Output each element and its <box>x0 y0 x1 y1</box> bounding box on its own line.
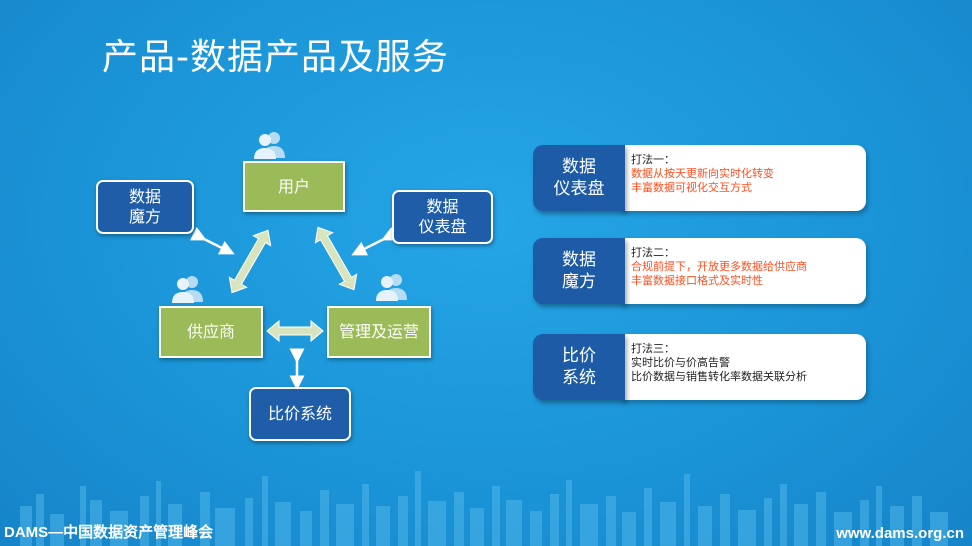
strategy-card-body: 打法三： 实时比价与价高告警 比价数据与销售转化率数据关联分析 <box>621 334 866 400</box>
strategy-line: 比价数据与销售转化率数据关联分析 <box>631 370 807 383</box>
users-icon <box>254 132 285 159</box>
arrow-supplier-operations <box>266 319 324 343</box>
node-user-label: 用户 <box>277 176 310 196</box>
strategy-tag: 数据 魔方 <box>533 238 625 304</box>
strategy-line: 丰富数据接口格式及实时性 <box>631 274 763 287</box>
strategy-line: 合规前提下，开放更多数据给供应商 <box>631 260 807 273</box>
arrow-dashboard-operations <box>351 226 399 256</box>
node-data-magic: 数据 魔方 <box>96 180 194 234</box>
arrow-user-operations <box>314 226 358 291</box>
footer-organizer: DAMS—中国数据资产管理峰会 <box>4 524 214 541</box>
strategy-card-body: 打法二： 合规前提下，开放更多数据给供应商 丰富数据接口格式及实时性 <box>621 238 866 304</box>
strategy-tag-label: 比价 系统 <box>562 346 596 388</box>
strategy-heading: 打法三： <box>631 342 675 355</box>
strategy-heading: 打法一： <box>631 153 675 166</box>
node-operations: 管理及运营 <box>327 306 431 358</box>
node-supplier: 供应商 <box>159 306 263 358</box>
strategy-line: 丰富数据可视化交互方式 <box>631 181 752 194</box>
node-operations-label: 管理及运营 <box>338 322 419 341</box>
strategy-card-body: 打法一： 数据从按天更新向实时化转变 丰富数据可视化交互方式 <box>621 145 866 211</box>
strategy-tag: 数据 仪表盘 <box>533 145 625 211</box>
strategy-tag: 比价 系统 <box>533 334 625 400</box>
node-dashboard-label: 数据 仪表盘 <box>418 197 467 236</box>
node-price-compare-label: 比价系统 <box>267 404 332 423</box>
node-dashboard: 数据 仪表盘 <box>392 190 493 244</box>
footer-website: www.dams.org.cn <box>836 525 964 542</box>
strategy-line: 实时比价与价高告警 <box>631 356 730 369</box>
strategy-card-3: 打法三： 实时比价与价高告警 比价数据与销售转化率数据关联分析 比价 系统 <box>533 334 866 400</box>
strategy-card-2: 打法二： 合规前提下，开放更多数据给供应商 丰富数据接口格式及实时性 数据 魔方 <box>533 238 866 304</box>
strategy-tag-label: 数据 魔方 <box>562 250 596 292</box>
users-icon <box>376 274 407 301</box>
node-data-magic-label: 数据 魔方 <box>128 187 161 226</box>
city-skyline-decoration <box>20 471 948 546</box>
strategy-card-1: 打法一： 数据从按天更新向实时化转变 丰富数据可视化交互方式 数据 仪表盘 <box>533 145 866 211</box>
node-price-compare: 比价系统 <box>249 387 351 441</box>
page-title: 产品-数据产品及服务 <box>102 37 449 78</box>
node-supplier-label: 供应商 <box>186 322 235 341</box>
strategy-heading: 打法二： <box>631 246 675 259</box>
arrow-user-supplier <box>228 229 272 294</box>
strategy-line: 数据从按天更新向实时化转变 <box>631 167 774 180</box>
arrow-magic-user <box>189 226 235 255</box>
users-icon <box>172 276 203 303</box>
node-user: 用户 <box>243 161 345 212</box>
strategy-tag-label: 数据 仪表盘 <box>553 157 605 199</box>
